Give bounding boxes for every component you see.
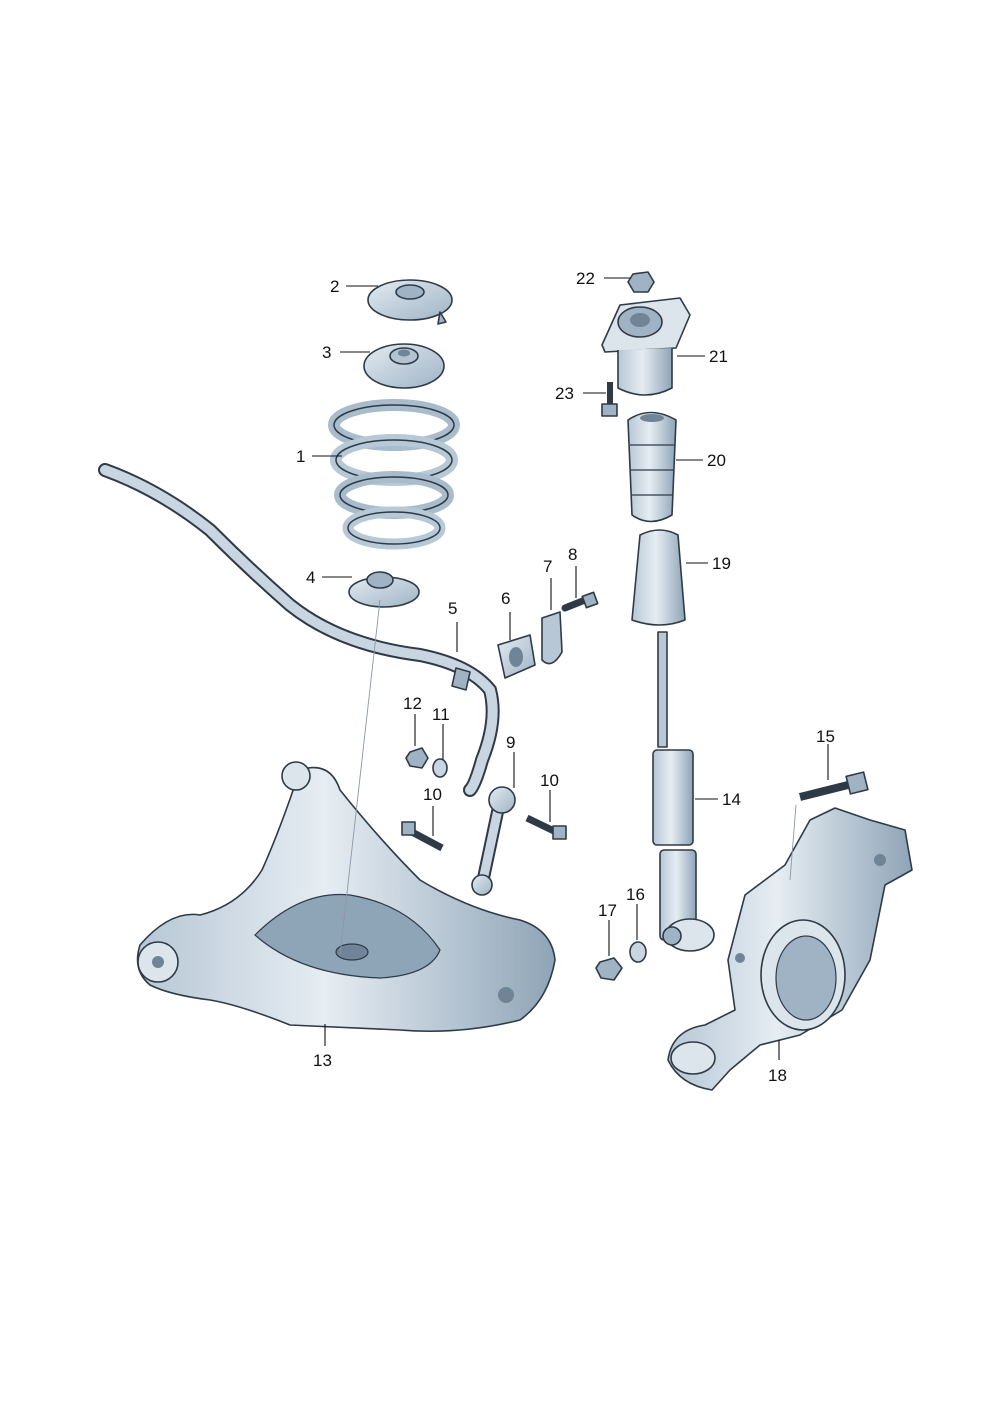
bolt-15 (799, 771, 869, 801)
lower-spring-seat (348, 571, 420, 608)
guide-line-knuckle (789, 804, 797, 881)
nut-22 (627, 271, 655, 293)
nut-17 (595, 957, 623, 981)
svg-text:20: 20 (707, 451, 726, 470)
callout-16: 16 (626, 885, 645, 940)
bush (497, 634, 536, 679)
callout-20: 20 (676, 451, 726, 470)
callout-10a: 10 (423, 785, 442, 836)
callout-15: 15 (816, 727, 835, 780)
callout-8: 8 (568, 545, 577, 598)
callout-6: 6 (501, 589, 511, 640)
strut-mount (601, 297, 691, 396)
upper-spring-seat (367, 279, 453, 325)
svg-text:2: 2 (330, 277, 339, 296)
svg-text:14: 14 (722, 790, 741, 809)
coupling-rod (471, 786, 516, 896)
callout-14: 14 (695, 790, 741, 809)
svg-text:6: 6 (501, 589, 510, 608)
svg-text:10: 10 (540, 771, 559, 790)
svg-text:13: 13 (313, 1051, 332, 1070)
washer-16 (629, 941, 647, 963)
callout-22: 22 (576, 269, 630, 288)
callout-18: 18 (768, 1040, 787, 1085)
nut-12 (405, 747, 429, 769)
coil-spring (328, 399, 460, 550)
svg-text:8: 8 (568, 545, 577, 564)
anti-roll-bar (98, 463, 500, 797)
callout-1: 1 (296, 447, 342, 466)
callout-21: 21 (677, 347, 728, 366)
buffer-stop (627, 411, 677, 523)
svg-text:5: 5 (448, 599, 457, 618)
svg-text:7: 7 (543, 557, 552, 576)
clamp (541, 611, 563, 665)
bolt-10a (401, 821, 444, 852)
washer-11 (432, 758, 448, 778)
callout-9: 9 (506, 733, 515, 788)
svg-text:9: 9 (506, 733, 515, 752)
bolt-23 (601, 382, 618, 417)
svg-text:21: 21 (709, 347, 728, 366)
guide-line-spring (339, 599, 381, 956)
callout-7: 7 (543, 557, 552, 610)
protective-sleeve (631, 529, 686, 626)
svg-text:16: 16 (626, 885, 645, 904)
callout-13: 13 (313, 1024, 332, 1070)
svg-text:22: 22 (576, 269, 595, 288)
bolt-10b (525, 814, 567, 840)
bolt-upper (561, 591, 599, 612)
svg-text:11: 11 (432, 705, 450, 724)
svg-text:19: 19 (712, 554, 731, 573)
svg-text:1: 1 (296, 447, 305, 466)
callout-12: 12 (403, 694, 422, 746)
callout-19: 19 (686, 554, 731, 573)
svg-text:15: 15 (816, 727, 835, 746)
svg-text:4: 4 (306, 568, 315, 587)
callout-3: 3 (322, 343, 370, 362)
callout-17: 17 (598, 901, 617, 956)
shock-absorber (652, 631, 715, 952)
svg-text:18: 18 (768, 1066, 787, 1085)
spring-pad (363, 343, 445, 389)
callout-10b: 10 (540, 771, 559, 822)
svg-text:10: 10 (423, 785, 442, 804)
svg-text:12: 12 (403, 694, 422, 713)
callout-4: 4 (306, 568, 352, 587)
svg-text:23: 23 (555, 384, 574, 403)
wheel-bearing-housing (667, 807, 913, 1091)
callout-11: 11 (432, 705, 450, 760)
callout-2: 2 (330, 277, 378, 296)
callout-5: 5 (448, 599, 458, 652)
svg-text:3: 3 (322, 343, 331, 362)
svg-text:17: 17 (598, 901, 617, 920)
callout-23: 23 (555, 384, 606, 403)
